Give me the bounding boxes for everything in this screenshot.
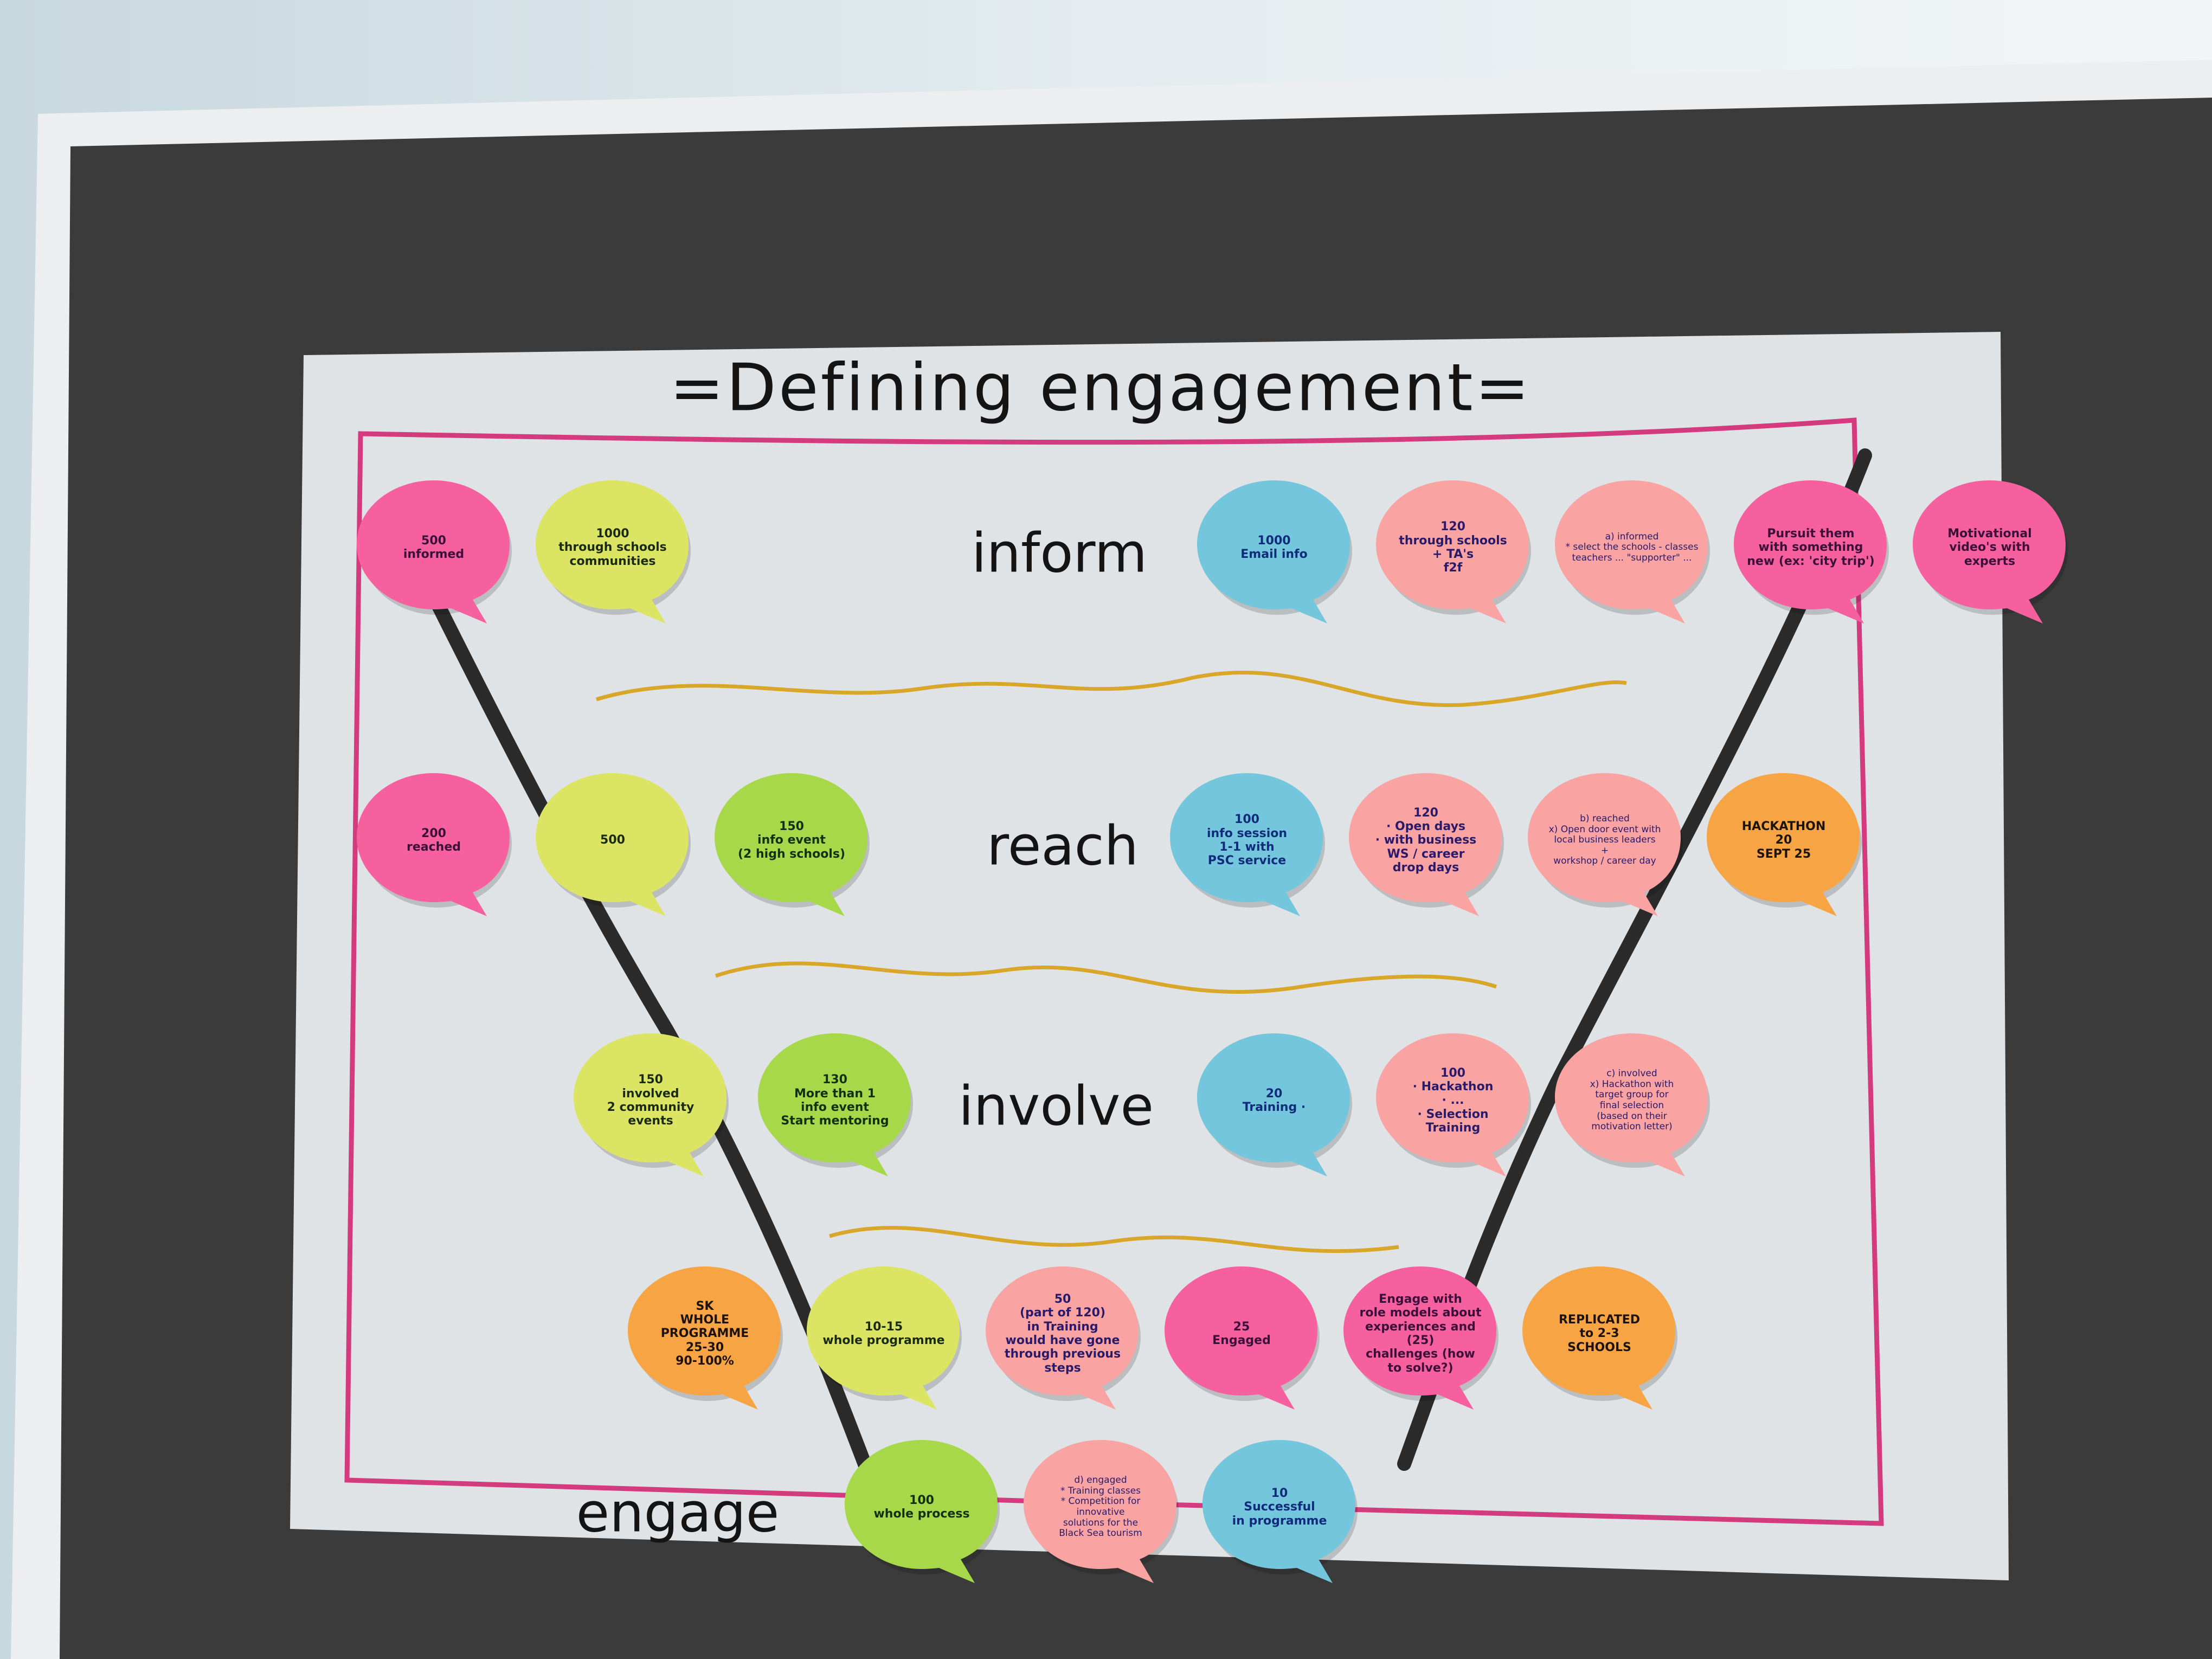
sticky-note: 1000 Email info: [1193, 477, 1355, 629]
sticky-note: 10-15 whole programme: [802, 1263, 965, 1415]
sticky-note-text: 100 whole process: [873, 1493, 970, 1521]
sticky-note: Pursuit them with something new (ex: 'ci…: [1729, 477, 1892, 629]
speech-bubble-shape: [1343, 1266, 1499, 1410]
sticky-note-text: 100 info session 1-1 with PSC service: [1206, 813, 1288, 868]
sticky-note-text: 120 through schools + TA's f2f: [1399, 520, 1507, 575]
sticky-note-text: 200 reached: [407, 826, 461, 854]
stage-label-reach: reach: [986, 814, 1139, 878]
sticky-note-text: d) engaged * Training classes * Competit…: [1059, 1475, 1142, 1539]
speech-bubble-shape: [1349, 773, 1504, 916]
sticky-note: 50 (part of 120) in Training would have …: [981, 1263, 1144, 1415]
speech-bubble-shape: [1024, 1440, 1179, 1583]
sticky-note-text: 130 More than 1 info event Start mentori…: [781, 1073, 889, 1128]
sticky-note-text: SK WHOLE PROGRAMME 25-30 90-100%: [660, 1299, 749, 1368]
sticky-note: 100 info session 1-1 with PSC service: [1166, 770, 1328, 922]
speech-bubble-shape: [986, 1266, 1141, 1410]
speech-bubble-shape: [357, 773, 512, 916]
sticky-note-text: 25 Engaged: [1212, 1320, 1271, 1347]
speech-bubble-shape: [758, 1033, 913, 1176]
border-line: [344, 417, 1884, 1526]
sticky-note: b) reached x) Open door event with local…: [1523, 770, 1686, 922]
speech-bubble-shape: [1165, 1266, 1320, 1410]
sticky-note-text: 120 · Open days · with business WS / car…: [1375, 806, 1477, 874]
sticky-note-text: 150 involved 2 community events: [607, 1073, 695, 1128]
sticky-note-text: 20 Training ·: [1242, 1086, 1306, 1114]
speech-bubble-shape: [1203, 1440, 1358, 1583]
sticky-note: 1000 through schools communities: [531, 477, 694, 629]
sticky-note: Motivational video's with experts: [1908, 477, 2071, 629]
sticky-note-text: 500: [600, 833, 625, 847]
sticky-note-text: 150 info event (2 high schools): [737, 820, 845, 861]
speech-bubble-shape: [1197, 480, 1352, 623]
speech-bubble-shape: [1734, 480, 1889, 623]
speech-bubble-shape: [807, 1266, 962, 1410]
sticky-note: a) informed * select the schools - class…: [1551, 477, 1713, 629]
sticky-note: 500: [531, 770, 694, 922]
sticky-note-text: Pursuit them with something new (ex: 'ci…: [1747, 527, 1875, 568]
stage-label-inform: inform: [971, 521, 1148, 585]
sticky-note-text: 1000 Email info: [1240, 533, 1308, 561]
sticky-note: 120 through schools + TA's f2f: [1372, 477, 1534, 629]
sticky-note-text: HACKATHON 20 SEPT 25: [1741, 820, 1826, 861]
page-title: =Defining engagement=: [669, 350, 1532, 426]
sticky-note: 120 · Open days · with business WS / car…: [1345, 770, 1507, 922]
speech-bubble-shape: [536, 773, 691, 916]
sticky-note-text: a) informed * select the schools - class…: [1565, 531, 1699, 563]
wave-line-1: [595, 671, 1627, 708]
sticky-note-text: c) involved x) Hackathon with target gro…: [1590, 1068, 1674, 1133]
sticky-note: 150 info event (2 high schools): [710, 770, 873, 922]
sticky-note: c) involved x) Hackathon with target gro…: [1551, 1030, 1713, 1182]
stage-label-involve: involve: [958, 1074, 1154, 1138]
sticky-note-text: 10-15 whole programme: [822, 1320, 945, 1347]
speech-bubble-shape: [574, 1033, 729, 1176]
sticky-note: d) engaged * Training classes * Competit…: [1019, 1437, 1182, 1589]
speech-bubble-shape: [1197, 1033, 1352, 1176]
wave-line-3: [829, 1226, 1399, 1253]
sticky-note: 20 Training ·: [1193, 1030, 1355, 1182]
sticky-note: 200 reached: [352, 770, 515, 922]
speech-bubble-shape: [1555, 480, 1710, 623]
sticky-note-text: 1000 through schools communities: [558, 527, 667, 568]
speech-bubble-shape: [1707, 773, 1862, 916]
sticky-note-text: 500 informed: [403, 533, 465, 561]
speech-bubble-shape: [845, 1440, 1000, 1583]
sticky-note: 130 More than 1 info event Start mentori…: [754, 1030, 916, 1182]
sticky-note: Engage with role models about experience…: [1339, 1263, 1502, 1415]
sticky-note: 10 Successful in programme: [1198, 1437, 1361, 1589]
speech-bubble-shape: [1913, 480, 2068, 623]
sticky-note: 100 whole process: [840, 1437, 1003, 1589]
sticky-note: REPLICATED to 2-3 SCHOOLS: [1518, 1263, 1681, 1415]
sticky-note-text: b) reached x) Open door event with local…: [1548, 813, 1661, 867]
speech-bubble-shape: [1522, 1266, 1677, 1410]
speech-bubble-shape: [536, 480, 691, 623]
sticky-note-text: 10 Successful in programme: [1232, 1487, 1327, 1528]
sticky-note: 150 involved 2 community events: [569, 1030, 732, 1182]
speech-bubble-shape: [1376, 1033, 1531, 1176]
speech-bubble-shape: [715, 773, 870, 916]
sticky-note: 500 informed: [352, 477, 515, 629]
sticky-note: 25 Engaged: [1160, 1263, 1323, 1415]
speech-bubble-shape: [1376, 480, 1531, 623]
sticky-note-text: Motivational video's with experts: [1947, 527, 2032, 568]
sticky-note-text: REPLICATED to 2-3 SCHOOLS: [1558, 1313, 1641, 1354]
speech-bubble-shape: [1170, 773, 1325, 916]
stage-label-engage: engage: [576, 1481, 780, 1545]
wave-line-2: [715, 961, 1497, 994]
speech-bubble-shape: [1528, 773, 1683, 916]
speech-bubble-shape: [1555, 1033, 1710, 1176]
sticky-note: 100 · Hackathon · ... · Selection Traini…: [1372, 1030, 1534, 1182]
sticky-note: HACKATHON 20 SEPT 25: [1702, 770, 1865, 922]
speech-bubble-shape: [357, 480, 512, 623]
sticky-note: SK WHOLE PROGRAMME 25-30 90-100%: [623, 1263, 786, 1415]
sticky-note-text: Engage with role models about experience…: [1359, 1293, 1482, 1375]
speech-bubble-shape: [628, 1266, 783, 1410]
sticky-note-text: 100 · Hackathon · ... · Selection Traini…: [1412, 1066, 1494, 1135]
sticky-note-text: 50 (part of 120) in Training would have …: [1004, 1293, 1121, 1375]
